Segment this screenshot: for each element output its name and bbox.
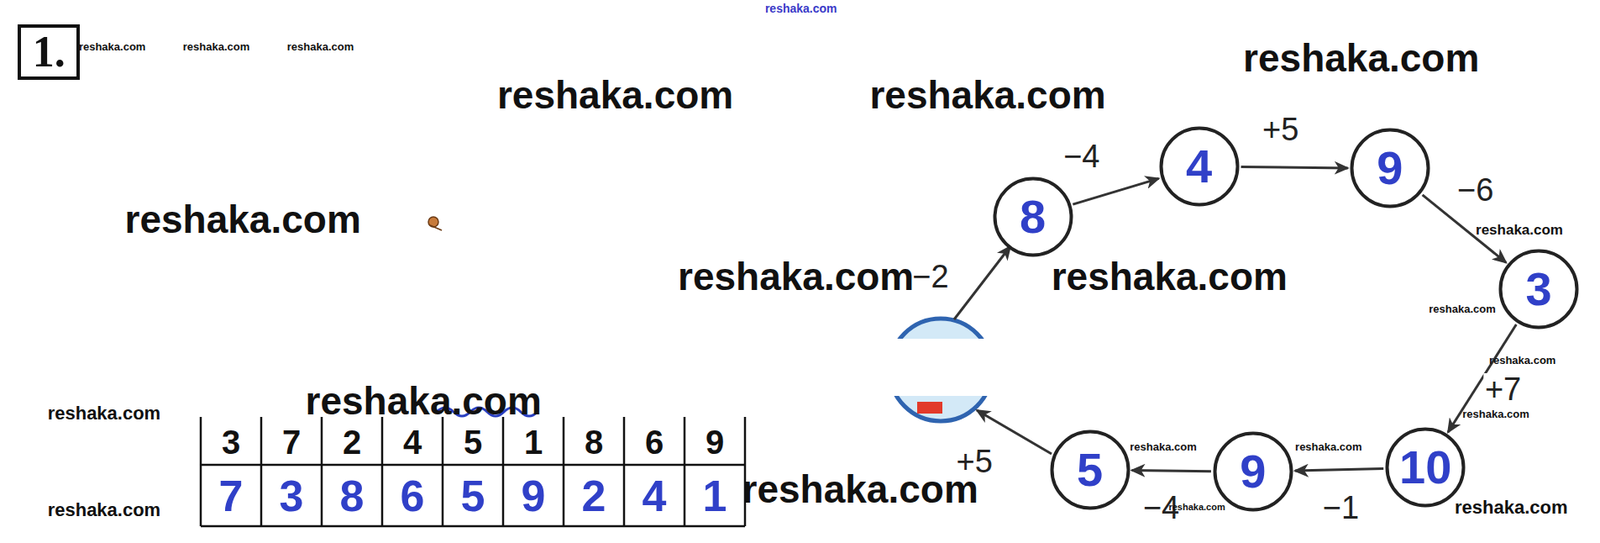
arrow-connector xyxy=(1295,468,1384,471)
operation-label: −2 xyxy=(912,260,949,293)
table-cell: 4 xyxy=(403,424,422,459)
exercise-number: 1. xyxy=(32,30,66,74)
operation-label: −4 xyxy=(1061,140,1102,173)
operation-label: +5 xyxy=(1260,113,1301,146)
watermark: reshaka.com xyxy=(78,40,147,52)
table-cell: 1 xyxy=(702,473,728,518)
table-cell: 3 xyxy=(221,424,241,459)
watermark: reshaka.com xyxy=(1295,440,1363,452)
watermark: reshaka.com xyxy=(1051,257,1288,296)
exercise-number-box: 1. xyxy=(17,24,80,80)
circle-number: 10 xyxy=(1399,443,1452,491)
table-cell: 2 xyxy=(582,473,607,518)
watermark: reshaka.com xyxy=(765,2,838,15)
table-cell: 8 xyxy=(584,424,604,459)
table-cell: 5 xyxy=(461,473,486,518)
red-mark xyxy=(917,401,943,414)
watermark: reshaka.com xyxy=(1489,353,1557,365)
cover-patch xyxy=(883,338,1002,396)
number-circle: 8 xyxy=(992,176,1074,258)
watermark: reshaka.com xyxy=(869,75,1106,115)
table-cell: 2 xyxy=(342,424,362,459)
circle-shape xyxy=(1500,250,1578,327)
watermark: reshaka.com xyxy=(1129,440,1197,452)
table-cell: 5 xyxy=(463,424,483,459)
watermark: reshaka.com xyxy=(47,403,162,423)
table-cell: 4 xyxy=(642,473,667,518)
number-circle: 4 xyxy=(1159,125,1240,207)
circle-number: 8 xyxy=(1019,193,1046,241)
table-cell: 7 xyxy=(282,424,301,459)
watermark: reshaka.com xyxy=(47,500,162,520)
watermark: reshaka.com xyxy=(305,381,542,420)
table-cell: 3 xyxy=(279,473,305,518)
table-cell: 8 xyxy=(340,473,365,518)
circle-number: 4 xyxy=(1185,142,1212,190)
circle-shape xyxy=(1051,430,1128,508)
number-circle: 9 xyxy=(1349,127,1431,209)
watermark: reshaka.com xyxy=(1243,38,1480,78)
table-grid xyxy=(200,416,745,526)
table-cell: 1 xyxy=(524,424,543,459)
circle-number: 3 xyxy=(1526,265,1553,313)
watermark: reshaka.com xyxy=(1475,222,1564,237)
number-circle: 9 xyxy=(1212,430,1294,512)
table-cell: 9 xyxy=(521,473,546,518)
table-cell: 7 xyxy=(219,473,244,518)
watermark: reshaka.com xyxy=(183,40,251,52)
operation-label: +7 xyxy=(1483,372,1523,405)
circle-number: 9 xyxy=(1239,447,1266,495)
watermark: reshaka.com xyxy=(677,257,914,296)
operation-label: −6 xyxy=(1455,173,1496,206)
watermark: reshaka.com xyxy=(1168,501,1225,511)
watermark: reshaka.com xyxy=(497,75,734,115)
operation-label: −1 xyxy=(1321,491,1361,524)
circle-shape xyxy=(1214,433,1291,510)
table-cell: 6 xyxy=(400,473,425,518)
number-circle: 10 xyxy=(1384,426,1466,508)
watermark: reshaka.com xyxy=(125,199,362,239)
circle-shape xyxy=(994,178,1071,255)
watermark: reshaka.com xyxy=(1428,302,1496,314)
watermark: reshaka.com xyxy=(742,469,979,509)
snail xyxy=(428,216,442,231)
arrow-connector xyxy=(1241,167,1349,168)
watermark: reshaka.com xyxy=(1462,408,1530,420)
number-circle: 3 xyxy=(1498,248,1580,330)
circle-shape xyxy=(1351,130,1428,207)
arrow-connector xyxy=(1132,469,1212,471)
table-cell: 6 xyxy=(645,424,664,459)
watermark: reshaka.com xyxy=(1454,498,1569,517)
circle-number: 5 xyxy=(1076,445,1103,494)
number-circle: 5 xyxy=(1049,429,1131,510)
circle-shape xyxy=(1387,429,1464,506)
table-cell: 9 xyxy=(705,424,724,459)
arrow-line xyxy=(954,246,1011,320)
watermark: reshaka.com xyxy=(287,40,355,52)
arrow-connector xyxy=(1072,178,1159,205)
circle-number: 9 xyxy=(1376,144,1403,192)
circle-shape xyxy=(1160,128,1238,205)
